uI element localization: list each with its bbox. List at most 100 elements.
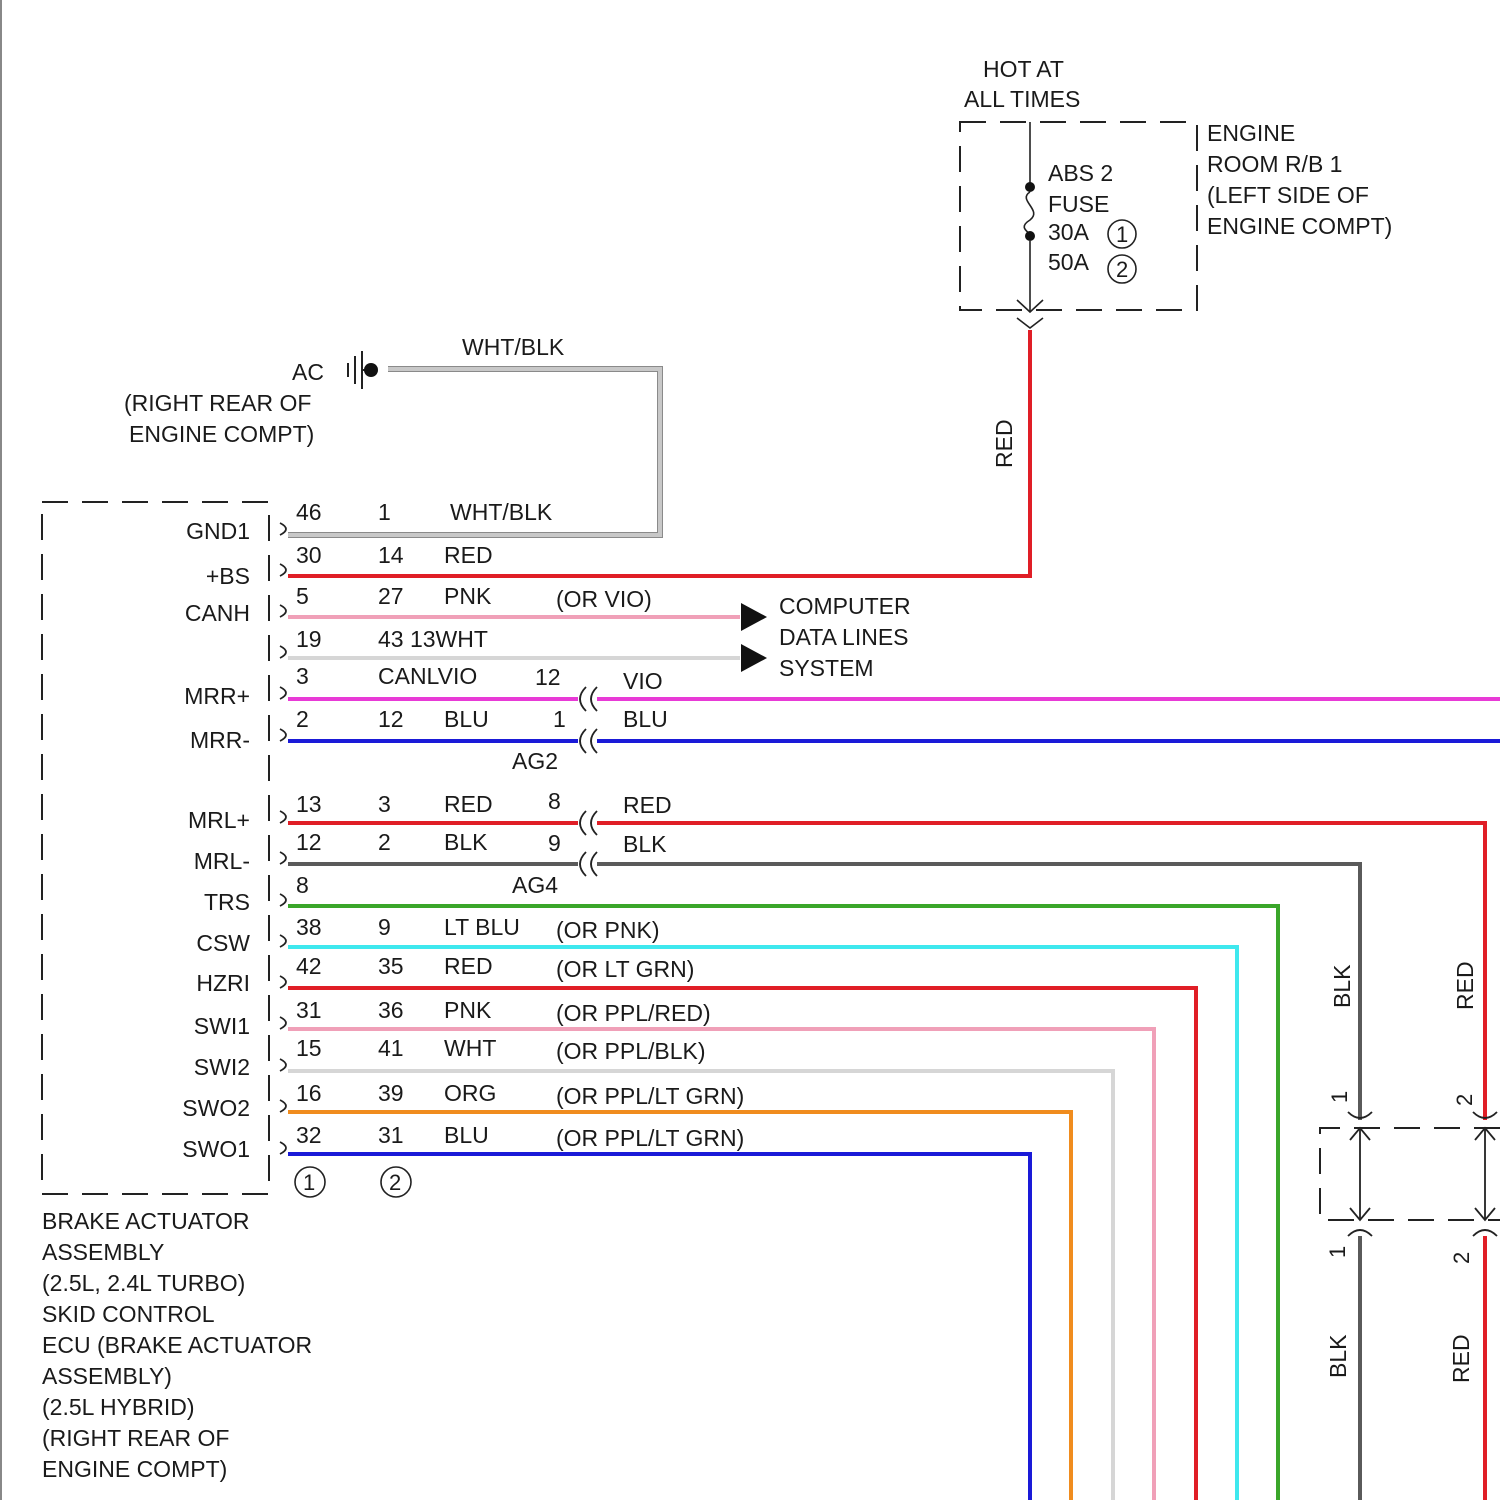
- connector-pin-number: 39: [378, 1080, 404, 1106]
- box-label-line3: (LEFT SIDE OF: [1207, 182, 1369, 208]
- module-label-line: BRAKE ACTUATOR: [42, 1208, 249, 1234]
- pin-name-trs: TRS: [204, 889, 250, 915]
- ground-point: AC (RIGHT REAR OF ENGINE COMPT) WHT/BLK: [124, 334, 565, 447]
- module-label-line: (2.5L, 2.4L TURBO): [42, 1270, 245, 1296]
- connector-pin-number: 1: [378, 499, 391, 525]
- module-pin-number: 46: [296, 499, 322, 525]
- ag4-wire-color: RED: [623, 792, 672, 818]
- pin-name-canh: CANH: [185, 600, 250, 626]
- wire: [288, 1154, 1030, 1500]
- module-pin-number: 16: [296, 1080, 322, 1106]
- module-pin-number: 15: [296, 1035, 322, 1061]
- fuse-terminal-bottom: [1025, 231, 1035, 241]
- right-harness-connector: BLK RED 1 2 1 2 BLK RED: [1320, 961, 1500, 1383]
- arrow-icon: [741, 603, 767, 631]
- wire: [597, 864, 1360, 1120]
- terminal-icon: [280, 1142, 286, 1154]
- arrow-icon: [741, 644, 767, 672]
- ground-name: AC: [292, 359, 324, 385]
- module-pin-number: 42: [296, 953, 322, 979]
- module-label-line: ENGINE COMPT): [42, 1456, 227, 1482]
- terminal-icon: [280, 729, 286, 741]
- terminal-icon: [580, 811, 586, 835]
- hot-label-line1: HOT AT: [983, 56, 1064, 82]
- ag2-pin: 12: [535, 664, 561, 690]
- wire: [288, 988, 1196, 1500]
- pin-name-gnd1: GND1: [186, 518, 250, 544]
- terminal-icon: [280, 646, 286, 658]
- ground-wire-color-label: WHT/BLK: [462, 334, 565, 360]
- fuse-word: FUSE: [1048, 191, 1109, 217]
- alternate-color-label: (OR PPL/RED): [556, 1000, 711, 1026]
- module-label-line: ASSEMBLY): [42, 1363, 172, 1389]
- ag2-wire-color: BLU: [623, 706, 668, 732]
- fuse-rating-1: 30A: [1048, 219, 1090, 245]
- pin-name-hzri: HZRI: [196, 970, 250, 996]
- wire-color-label: RED: [444, 542, 493, 568]
- terminal-icon: [280, 564, 286, 576]
- pin-name-mrl: MRL-: [194, 848, 250, 874]
- harness-bottom-pin: 2: [1449, 1252, 1474, 1264]
- data-lines-label-line3: SYSTEM: [779, 655, 874, 681]
- pin-name-swo2: SWO2: [182, 1095, 250, 1121]
- pin-name-bs: +BS: [206, 563, 250, 589]
- pin-name-swo1: SWO1: [182, 1136, 250, 1162]
- terminal-icon: [280, 811, 286, 823]
- alternate-color-label: (OR PPL/BLK): [556, 1038, 706, 1064]
- connector-pin-number: 14: [378, 542, 404, 568]
- connector-pin-number: 12: [378, 706, 404, 732]
- terminal-icon: [280, 1059, 286, 1071]
- harness-bottom-color: BLK: [1325, 1334, 1351, 1378]
- module-label-line: (2.5L HYBRID): [42, 1394, 195, 1420]
- terminal-icon: [280, 523, 286, 535]
- module-terminals: [280, 523, 286, 1154]
- terminal-icon: [591, 729, 597, 753]
- terminal-icon: [280, 976, 286, 988]
- data-lines-label-line1: COMPUTER: [779, 593, 911, 619]
- ground-splice-dot: [364, 363, 378, 377]
- box-label-line2: ROOM R/B 1: [1207, 151, 1342, 177]
- box-label-line1: ENGINE: [1207, 120, 1295, 146]
- ag2-pin: 1: [553, 706, 566, 732]
- ag4-connector-name: AG4: [512, 872, 558, 898]
- pin-name-mrr: MRR+: [184, 683, 250, 709]
- harness-terminals: [1348, 1112, 1497, 1236]
- module-pin-number: 3: [296, 663, 309, 689]
- terminal-icon: [580, 729, 586, 753]
- terminal-icon: [580, 687, 586, 711]
- module-label-line: ASSEMBLY: [42, 1239, 164, 1265]
- pin-name-swi1: SWI1: [194, 1013, 250, 1039]
- terminal-icon: [280, 1017, 286, 1029]
- power-source: HOT AT ALL TIMES ABS 2 FUSE 30A 50A 1 2 …: [960, 56, 1392, 468]
- module-label-line: SKID CONTROL: [42, 1301, 215, 1327]
- connector-pin-number: 43 13WHT: [378, 626, 488, 652]
- module-pin-number: 32: [296, 1122, 322, 1148]
- feed-wire-color-label: RED: [991, 419, 1017, 468]
- connector-pin-number: CANLVIO: [378, 663, 477, 689]
- pin-name-mrr: MRR-: [190, 727, 250, 753]
- module-pin-number: 30: [296, 542, 322, 568]
- terminal-icon: [580, 852, 586, 876]
- alternate-color-label: (OR PNK): [556, 917, 660, 943]
- terminal-icon: [591, 687, 597, 711]
- fuse-name: ABS 2: [1048, 160, 1113, 186]
- variant-mark-1-text: 1: [303, 1170, 315, 1195]
- harness-top-pin: 1: [1327, 1091, 1352, 1103]
- ag4-wire-color: BLK: [623, 831, 667, 857]
- terminal-icon: [1348, 1230, 1372, 1236]
- pin-names: GND1+BSCANHMRR+MRR-MRL+MRL-TRSCSWHZRISWI…: [182, 518, 250, 1162]
- terminal-icon: [591, 852, 597, 876]
- alternate-color-label: (OR LT GRN): [556, 956, 694, 982]
- alternate-color-label: (OR VIO): [556, 586, 652, 612]
- ground-location-line1: (RIGHT REAR OF: [124, 390, 311, 416]
- module-pin-number: 38: [296, 914, 322, 940]
- terminal-icon: [280, 894, 286, 906]
- ag4-pin: 9: [548, 830, 561, 856]
- terminal-icon: [280, 935, 286, 947]
- module-pin-number: 13: [296, 791, 322, 817]
- module-pin-number: 19: [296, 626, 322, 652]
- module-label-line: (RIGHT REAR OF: [42, 1425, 229, 1451]
- connector-pin-number: 31: [378, 1122, 404, 1148]
- connector-pin-number: 41: [378, 1035, 404, 1061]
